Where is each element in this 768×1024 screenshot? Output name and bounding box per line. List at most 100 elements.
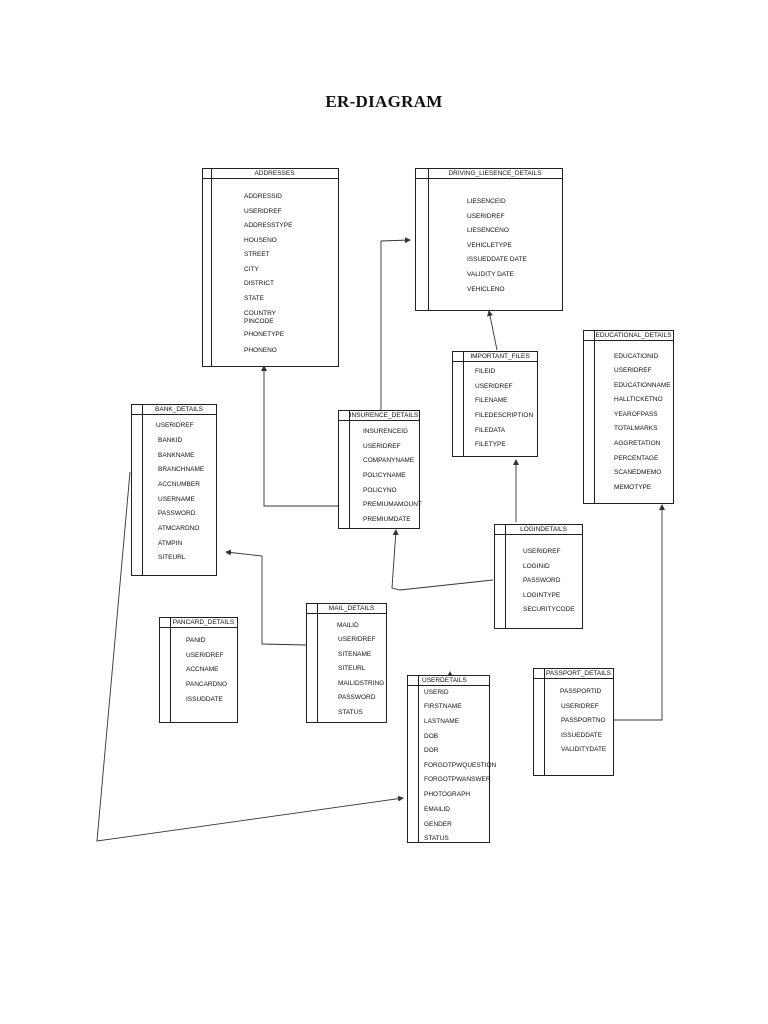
attribute: USERIDREF — [156, 422, 194, 429]
entity-addresses-name: ADDRESSES — [254, 170, 295, 177]
attribute: USERIDREF — [561, 703, 599, 710]
entity-driving-name: DRIVING_LIESENCE_DETAILS — [448, 170, 542, 177]
attribute: AGGRETATION — [614, 440, 661, 447]
attribute: FORGOTPWQUESTION — [424, 762, 497, 769]
attribute: FILEDESCRIPTION — [475, 412, 534, 419]
entity-bank-name: BANK_DETAILS — [155, 406, 203, 413]
attribute: PANID — [186, 637, 206, 644]
attribute: VEHICLENO — [467, 286, 505, 293]
attribute: LOGINID — [523, 563, 550, 570]
attribute: PASSPORTID — [560, 688, 602, 695]
attribute: CITY — [244, 266, 259, 273]
link-bank-to-userdetails — [96, 471, 404, 842]
attribute: SITENAME — [338, 651, 372, 658]
attribute: PASSPORTNO — [561, 717, 606, 724]
attribute: PHONETYPE — [244, 331, 285, 338]
attribute: STREET — [244, 251, 270, 258]
attribute: POLICYNAME — [363, 472, 406, 479]
attribute: EDUCATIONID — [614, 353, 659, 360]
attribute: USERIDREF — [363, 443, 401, 450]
entity-passport-name: PASSPORT_DETAILS — [545, 670, 612, 677]
attribute: GENDER — [424, 821, 452, 828]
attribute: PHOTOGRAPH — [424, 791, 471, 798]
attribute: COMPANYNAME — [363, 457, 415, 464]
attribute: USERIDREF — [186, 652, 224, 659]
attribute: FILEDATA — [475, 427, 506, 434]
attribute: POLICYNO — [363, 487, 397, 494]
attribute: PREMIUMDATE — [363, 516, 411, 523]
attribute: HALLTICKETNO — [614, 396, 663, 403]
entity-logindetails: LOGINDETAILS USERIDREF LOGINID PASSWORD … — [494, 524, 583, 629]
entity-mail-name: MAIL_DETAILS — [328, 605, 375, 612]
entity-login-name: LOGINDETAILS — [520, 526, 567, 533]
attribute: PERCENTAGE — [614, 455, 659, 462]
attribute: ISSUDDATE — [186, 696, 223, 703]
attribute: SITEURL — [158, 554, 186, 561]
attribute: STATUS — [338, 709, 363, 716]
attribute: VALIDITYDATE — [561, 746, 607, 753]
attribute: BANKID — [158, 437, 183, 444]
attribute: MAILIDSTRING — [338, 680, 385, 687]
attribute: DISTRICT — [244, 280, 274, 287]
attribute: MAILID — [337, 622, 359, 629]
attribute: USERIDREF — [523, 548, 561, 555]
entity-insurence-details: INSURENCE_DETAILS INSURENCEID USERIDREF … — [338, 410, 422, 529]
attribute: FORGOTPWANSWER — [424, 776, 491, 783]
entity-educational-details: EDUCATIONAL_DETAILS EDUCATIONID USERIDRE… — [583, 330, 674, 504]
attribute: SECURITYCODE — [523, 606, 575, 613]
attribute: LOGINTYPE — [523, 592, 561, 599]
entity-userdetails: USERDETAILS USERID FIRSTNAME LASTNAME DO… — [407, 675, 496, 843]
attribute: ADDRESSTYPE — [244, 222, 293, 229]
attribute: EDUCATIONNAME — [614, 382, 671, 389]
attribute: USERIDREF — [467, 213, 505, 220]
entity-educational-name: EDUCATIONAL_DETAILS — [595, 332, 672, 339]
entity-bank-details: BANK_DETAILS USERIDREF BANKID BANKNAME B… — [131, 404, 217, 576]
link-login-to-insurance — [391, 529, 494, 591]
attribute: VEHICLETYPE — [467, 242, 512, 249]
attribute: USERIDREF — [338, 636, 376, 643]
attribute: ISSUEDDATE DATE — [467, 256, 527, 263]
attribute: USERIDREF — [244, 208, 282, 215]
attribute: FILENAME — [475, 397, 508, 404]
link-insurance-to-addresses — [261, 365, 338, 507]
attribute: FILETYPE — [475, 441, 506, 448]
attribute: BRANCHNAME — [158, 466, 205, 473]
attribute: TOTALMARKS — [614, 425, 658, 432]
attribute: ISSUEDDATE — [561, 732, 603, 739]
attribute: MEMOTYPE — [614, 484, 652, 491]
entity-pancard-details: PANCARD_DETAILS PANID USERIDREF ACCNAME … — [159, 617, 238, 723]
entity-important-name: IMPORTANT_FILES — [470, 353, 530, 360]
attribute: EMAILID — [424, 806, 451, 813]
attribute: USERIDREF — [475, 383, 513, 390]
diagram-title: ER-DIAGRAM — [325, 92, 443, 111]
attribute: USERID — [424, 689, 449, 696]
attribute: STATE — [244, 295, 264, 302]
entity-important-files: IMPORTANT_FILES FILEID USERIDREF FILENAM… — [452, 351, 538, 457]
link-mail-to-bank — [225, 549, 307, 646]
attribute: PANCARDNO — [186, 681, 228, 688]
attribute: YEAROFPASS — [614, 411, 658, 418]
attribute: FIRSTNAME — [424, 703, 462, 710]
attribute: VALIDITY DATE — [467, 271, 514, 278]
attribute: HOUSENO — [244, 237, 277, 244]
link-passport-to-educational — [614, 504, 665, 721]
attribute: INSURENCEID — [363, 428, 408, 435]
attribute: LASTNAME — [424, 718, 460, 725]
attribute: USERIDREF — [614, 367, 652, 374]
attribute: DOR — [424, 747, 439, 754]
attribute: SCANEDMEMO — [614, 469, 662, 476]
attribute: LIESENCEID — [467, 198, 506, 205]
attribute: LIESENCENO — [467, 227, 509, 234]
attribute: ACCNAME — [186, 666, 219, 673]
attribute: FILEID — [475, 368, 496, 375]
attribute: BANKNAME — [158, 452, 195, 459]
attribute: COUNTRY PINCODE — [244, 310, 277, 325]
attribute: USERNAME — [158, 496, 195, 503]
attribute: ADDRESSID — [244, 193, 282, 200]
entity-pancard-name: PANCARD_DETAILS — [172, 619, 235, 626]
link-insurance-to-driving — [380, 237, 411, 410]
attribute: STATUS — [424, 835, 449, 842]
entity-userdetails-name: USERDETAILS — [422, 677, 467, 684]
entity-passport-details: PASSPORT_DETAILS PASSPORTID USERIDREF PA… — [533, 668, 614, 776]
